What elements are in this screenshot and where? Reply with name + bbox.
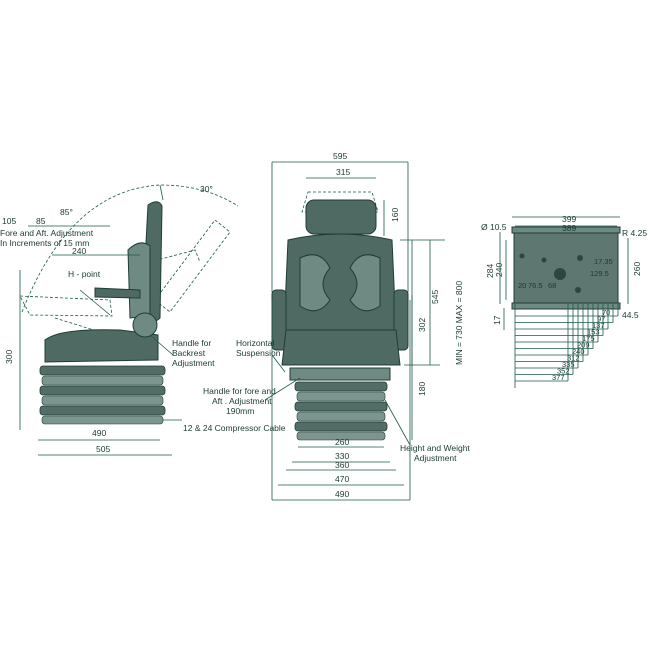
height-weight-1: Height and Weight (400, 443, 470, 453)
fore-aft-note-1: Fore and Aft. Adjustment (0, 228, 94, 238)
dim-284: 284 (485, 264, 495, 278)
dim-399: 399 (562, 214, 576, 224)
handle-backrest-3: Adjustment (172, 358, 215, 368)
horiz-susp-leader (271, 354, 286, 373)
seat-cushion (44, 329, 159, 363)
inner-129-5: 129.5 (590, 269, 609, 278)
dim-17: 17 (492, 315, 502, 325)
stack-dim-label: 70 (602, 308, 610, 317)
dim-302: 302 (417, 318, 427, 332)
front-view: 595 315 160 545 302 180 MIN = 730 MAX = … (203, 151, 470, 501)
base-hole-4 (541, 257, 547, 263)
backrest-recliner-knob (132, 312, 158, 338)
dim-470: 470 (335, 474, 349, 484)
dim-360: 360 (335, 460, 349, 470)
recline-arc (21, 184, 239, 313)
horizontal-suspension (289, 367, 391, 381)
stack-dim-label: 97 (597, 315, 605, 324)
dim-490-front: 490 (335, 489, 349, 499)
handle-fore-1: Handle for fore and (203, 386, 276, 396)
reclined-armrest-ghost (149, 249, 201, 263)
dim-260: 260 (335, 437, 349, 447)
base-view: 399 389 Ø 10.5 R 4.25 284 240 260 17 44.… (481, 214, 647, 388)
dim-505: 505 (96, 444, 110, 454)
dim-389: 389 (562, 223, 576, 233)
dim-160: 160 (390, 208, 400, 222)
dim-44-5: 44.5 (622, 310, 639, 320)
handle-backrest-1: Handle for (172, 338, 211, 348)
dim-545: 545 (430, 290, 440, 304)
handle-leader (149, 334, 174, 356)
dim-180: 180 (417, 382, 427, 396)
base-plate (513, 231, 619, 305)
base-hole-1 (577, 255, 583, 261)
height-weight-leader (384, 399, 411, 446)
angle-85: 85° (60, 207, 73, 217)
angle-30: 30° (200, 184, 213, 194)
right-bolster (349, 254, 381, 312)
headrest (305, 199, 377, 235)
stack-dim-label: 352 (557, 367, 570, 376)
dim-315: 315 (336, 167, 350, 177)
stack-dim-label: 377 (552, 373, 565, 382)
inner-20: 20 (518, 281, 526, 290)
headrest-ghost (301, 191, 379, 213)
dim-300: 300 (4, 350, 14, 364)
min-max-label: MIN = 730 MAX = 800 (454, 281, 464, 365)
right-armrest (393, 289, 409, 351)
backrest-cushion (127, 242, 151, 319)
h-point-label: H - point (68, 269, 101, 279)
dim-240-base: 240 (494, 263, 504, 277)
horiz-susp-1: Horizontal (236, 338, 274, 348)
inner-68: 68 (548, 281, 556, 290)
dim-85: 85 (36, 216, 46, 226)
dim-490: 490 (92, 428, 106, 438)
reclined-backrest-ghost (154, 219, 231, 313)
left-bolster (299, 254, 331, 312)
r-4-25: R 4.25 (622, 228, 647, 238)
front-seat (281, 329, 401, 366)
dim-330: 330 (335, 451, 349, 461)
side-view: 105 85 85° 30° Fore and Aft. Adjustment … (0, 184, 286, 456)
front-bellows (294, 381, 388, 441)
handle-fore-2: Aft . Adjustment (212, 396, 272, 406)
horiz-susp-2: Suspension (236, 348, 281, 358)
base-center-hole (554, 268, 566, 280)
dim-260-base: 260 (632, 262, 642, 276)
height-weight-2: Adjustment (414, 453, 457, 463)
fore-aft-note-2: In Increments of 15 mm (0, 238, 89, 248)
inner-17-35: 17.35 (594, 257, 613, 266)
h-point-leader (79, 289, 111, 316)
handle-fore-leader (264, 377, 301, 401)
dim-240: 240 (72, 246, 86, 256)
armrest (94, 287, 141, 299)
base-rail-top (511, 226, 621, 234)
handle-fore-3: 190mm (226, 406, 254, 416)
dim-595: 595 (333, 151, 347, 161)
dim-105: 105 (2, 216, 16, 226)
forward-cushion-ghost (19, 295, 113, 317)
inner-76-5: 76.5 (528, 281, 543, 290)
arc-tick (159, 184, 164, 201)
base-hole-2 (575, 287, 581, 293)
side-bellows (39, 365, 166, 425)
base-hole-3 (519, 253, 525, 259)
base-rail-bottom (511, 302, 621, 310)
dia-10-5: Ø 10.5 (481, 222, 507, 232)
compressor-cable-label: 12 & 24 Compressor Cable (183, 423, 286, 433)
handle-backrest-2: Backrest (172, 348, 206, 358)
